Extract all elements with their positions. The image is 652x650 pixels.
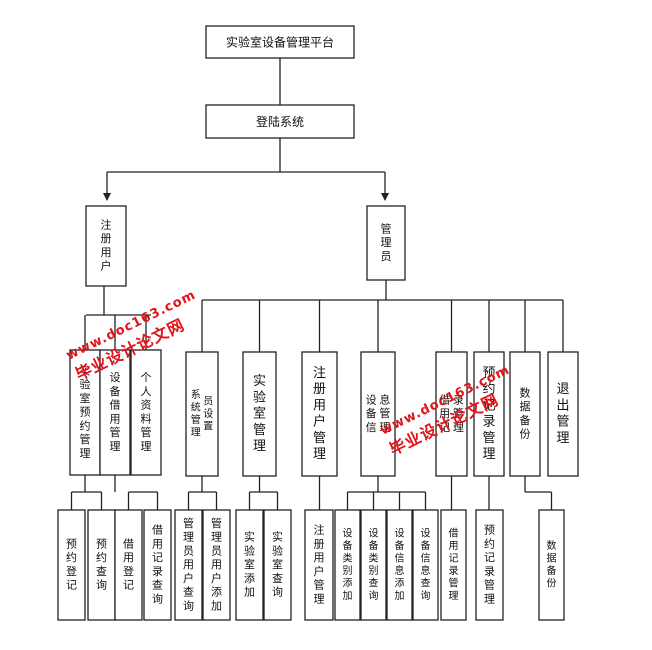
admin-module-box-label: 系统管理员设置 [191, 389, 214, 439]
admin-function-box-frame [202, 509, 231, 621]
user-function-box: 预约查询 [87, 509, 116, 621]
admin-module-box-label: 预约记录管理 [482, 366, 495, 462]
admin-function-box: 预约记录管理 [475, 509, 504, 621]
admin-function-box-label: 管理员用户查询 [183, 516, 194, 613]
admin-function-box-frame [360, 509, 387, 621]
admin-module-box: 实验室管理 [242, 351, 277, 477]
admin-module-box-label: 退出管理 [556, 382, 569, 446]
admin-function-box-frame [475, 509, 504, 621]
admin-function-box-frame [263, 509, 292, 621]
admin-module-box-label: 设备信息管理 [366, 392, 391, 434]
admin-box-label: 管理员 [381, 221, 392, 263]
admin-function-box: 管理员用户查询 [174, 509, 203, 621]
admin-module-box: 借用记录管理 [435, 351, 468, 477]
admin-function-box-frame [235, 509, 264, 621]
admin-function-box-label: 预约记录管理 [484, 524, 495, 606]
admin-function-box: 设备信息添加 [386, 509, 413, 621]
admin-function-box: 数据备份 [538, 509, 565, 621]
admin-function-box-frame [174, 509, 203, 621]
admin-module-box-frame [301, 351, 338, 477]
admin-function-box-frame [538, 509, 565, 621]
user-function-box-label: 预约查询 [96, 537, 107, 591]
admin-module-box-frame [435, 351, 468, 477]
user-module-box: 实验室预约管理 [69, 349, 101, 476]
admin-function-box-frame [304, 509, 334, 621]
user-function-box-label: 借用登记 [123, 537, 134, 591]
admin-module-box: 数据备份 [509, 351, 541, 477]
login-box-frame [205, 104, 355, 139]
admin-module-box-frame [473, 351, 505, 477]
admin-module-box-frame [360, 351, 396, 477]
user-function-box-frame [57, 509, 86, 621]
register-user-box-frame [85, 205, 127, 287]
admin-module-box: 注册用户管理 [301, 351, 338, 477]
platform-title-box: 实验室设备管理平台 [205, 25, 355, 59]
admin-function-box: 设备类别查询 [360, 509, 387, 621]
admin-module-box: 系统管理员设置 [185, 351, 219, 477]
admin-module-box: 设备信息管理 [360, 351, 396, 477]
user-function-box-frame [143, 509, 172, 621]
user-function-box-frame [87, 509, 116, 621]
admin-box-frame [366, 205, 406, 281]
user-module-box-label: 实验室预约管理 [80, 363, 91, 460]
register-user-box: 注册用户 [85, 205, 127, 287]
user-module-box-frame [99, 349, 131, 476]
admin-function-box-label: 设备信息添加 [395, 528, 405, 603]
admin-function-box-label: 设备信息查询 [421, 528, 431, 603]
admin-function-box: 注册用户管理 [304, 509, 334, 621]
admin-function-box: 设备信息查询 [412, 509, 439, 621]
admin-function-box: 实验室添加 [235, 509, 264, 621]
admin-function-box: 设备类别添加 [334, 509, 361, 621]
user-function-box: 预约登记 [57, 509, 86, 621]
admin-function-box: 实验室查询 [263, 509, 292, 621]
admin-function-box-label: 注册用户管理 [314, 523, 325, 606]
admin-function-box-frame [334, 509, 361, 621]
user-module-box-label: 设备借用管理 [110, 371, 121, 453]
user-module-box-label: 个人资料管理 [141, 371, 152, 453]
user-module-box: 个人资料管理 [130, 349, 162, 476]
platform-title-box-label: 实验室设备管理平台 [226, 35, 334, 50]
platform-title-box-frame [205, 25, 355, 59]
admin-module-box-frame [509, 351, 541, 477]
admin-function-box-frame [440, 509, 467, 621]
admin-box: 管理员 [366, 205, 406, 281]
admin-module-box-label: 数据备份 [520, 386, 531, 440]
admin-function-box: 管理员用户添加 [202, 509, 231, 621]
user-module-box: 设备借用管理 [99, 349, 131, 476]
admin-module-box-frame [547, 351, 579, 477]
admin-function-box-label: 借用记录管理 [449, 528, 459, 603]
admin-module-box-label: 实验室管理 [253, 374, 266, 454]
admin-function-box: 借用记录管理 [440, 509, 467, 621]
admin-module-box-frame [242, 351, 277, 477]
register-user-box-label: 注册用户 [101, 217, 112, 272]
user-function-box-label: 预约登记 [66, 537, 77, 591]
admin-function-box-label: 管理员用户添加 [211, 516, 222, 613]
admin-module-box: 预约记录管理 [473, 351, 505, 477]
admin-function-box-label: 设备类别添加 [343, 528, 353, 603]
admin-function-box-frame [386, 509, 413, 621]
user-function-box: 借用记录查询 [143, 509, 172, 621]
user-function-box-frame [114, 509, 143, 621]
admin-function-box-frame [412, 509, 439, 621]
login-box-label: 登陆系统 [256, 114, 304, 129]
user-function-box-label: 借用记录查询 [152, 524, 163, 606]
admin-function-box-label: 数据备份 [547, 539, 557, 590]
admin-function-box-label: 设备类别查询 [369, 528, 379, 603]
user-module-box-frame [130, 349, 162, 476]
user-function-box: 借用登记 [114, 509, 143, 621]
login-box: 登陆系统 [205, 104, 355, 139]
admin-module-box: 退出管理 [547, 351, 579, 477]
admin-module-box-frame [185, 351, 219, 477]
admin-function-box-label: 实验室添加 [244, 530, 255, 599]
admin-module-box-label: 注册用户管理 [313, 366, 326, 462]
admin-module-box-label: 借用记录管理 [439, 393, 464, 434]
admin-function-box-label: 实验室查询 [272, 530, 283, 599]
